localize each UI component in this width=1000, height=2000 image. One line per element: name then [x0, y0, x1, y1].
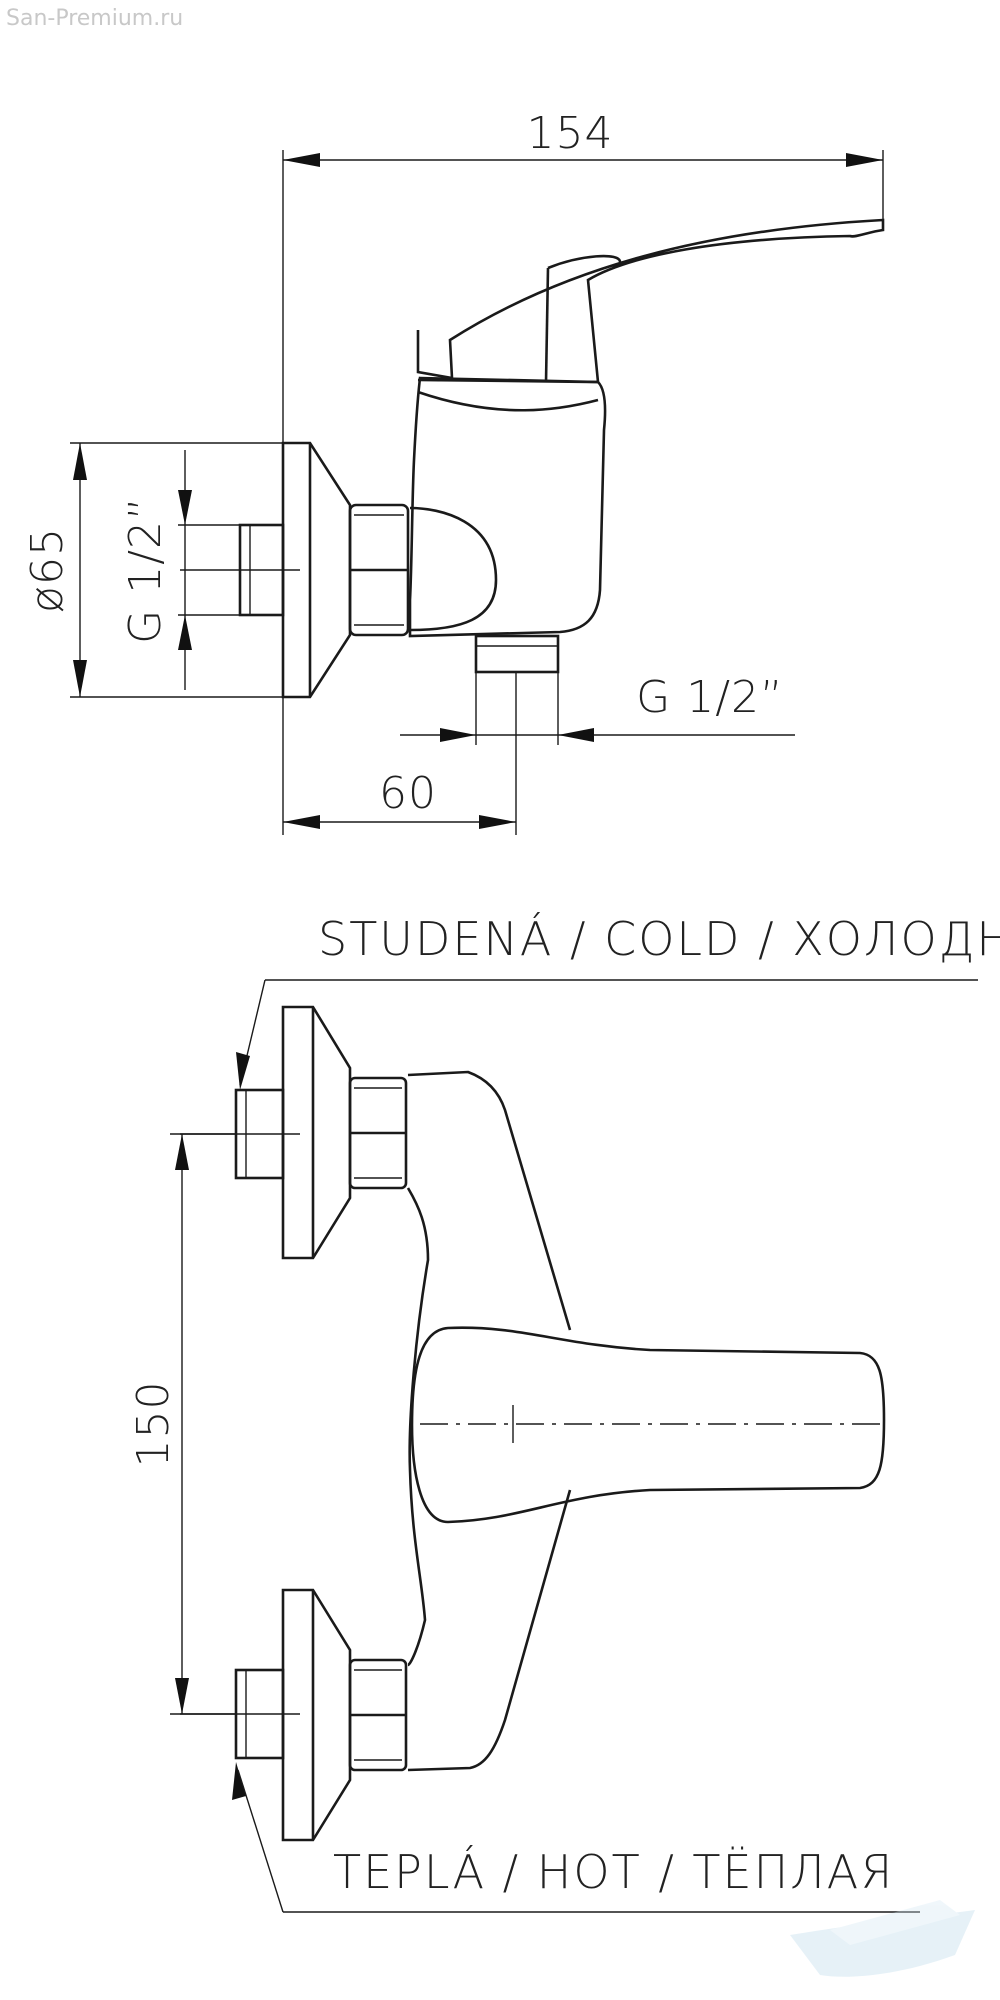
dim-60-label: 60	[379, 768, 437, 819]
side-view: 154 ø65	[22, 108, 885, 835]
hot-label: TEPLÁ / HOT / ТЁПЛАЯ	[333, 1845, 894, 1899]
front-body	[406, 1070, 572, 1772]
dim-150-label: 150	[128, 1381, 179, 1468]
site-watermark: San-Premium.ru	[6, 6, 184, 31]
dim-diameter-label: ø65	[22, 527, 73, 613]
dim-150: 150	[128, 1133, 236, 1715]
dim-outlet-thread-label: G 1/2”	[636, 672, 784, 723]
cold-label: STUDENÁ / COLD / ХОЛОДНАЯ	[318, 912, 1000, 966]
side-body	[408, 376, 607, 638]
dim-inlet-thread-label: G 1/2”	[120, 496, 171, 644]
front-handle	[410, 1326, 886, 1524]
bathtub-logo-icon	[790, 1900, 975, 1977]
dim-154-label: 154	[527, 108, 614, 159]
dim-154: 154	[283, 108, 883, 167]
side-handle-lever	[416, 218, 885, 384]
front-flange-bottom	[281, 1588, 352, 1842]
front-view: STUDENÁ / COLD / ХОЛОДНАЯ	[128, 912, 1000, 1913]
dim-diameter: ø65	[22, 442, 283, 698]
front-flange-top	[281, 1005, 352, 1260]
dim-60: 60	[283, 672, 517, 835]
dim-outlet-thread: G 1/2”	[400, 672, 795, 745]
dim-inlet-thread: G 1/2”	[120, 450, 240, 690]
outlet-nipple	[474, 634, 560, 674]
